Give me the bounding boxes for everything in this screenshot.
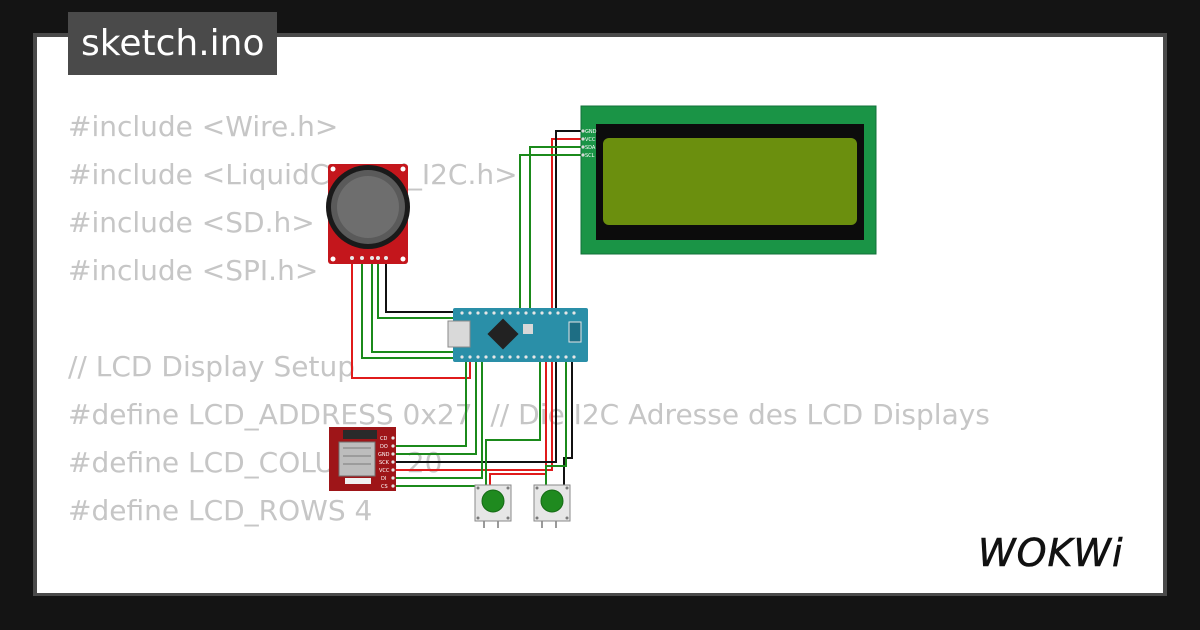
pushbutton-left[interactable] [474, 484, 512, 528]
wire-green-sd-do [395, 362, 467, 447]
sd-pin-cd: CD [380, 436, 387, 442]
wokwi-logo-text: WOKWi [978, 531, 1124, 575]
wire-green-button-right [545, 362, 567, 486]
wire-green-lcd-scl [519, 154, 584, 344]
wire-black-lcd-gnd [395, 130, 584, 463]
lcd-pin-labels: GND VCC SDA SCL [585, 129, 597, 159]
wire-red-lcd-vcc [395, 138, 584, 471]
wire-red-joystick-vcc [351, 258, 471, 379]
code-line: #include <SD.h> [68, 206, 315, 239]
pushbutton-right[interactable] [533, 484, 571, 528]
sd-pin-vcc: VCC [379, 468, 390, 474]
lcd-pin-scl: SCL [585, 153, 595, 159]
lcd-display[interactable]: GND VCC SDA SCL [580, 105, 877, 255]
code-line: #include <Wire.h> [68, 110, 339, 143]
wire-red-button-left [489, 362, 547, 486]
lcd-pin-sda: SDA [585, 145, 596, 151]
sd-pin-sck: SCK [379, 460, 390, 466]
file-title: sketch.ino [68, 12, 278, 75]
code-line: LiquidCrystal_I2C lcd(LCD_ADDRESS, LCD_C… [68, 583, 1000, 593]
wokwi-logo: WOKWi [978, 531, 1124, 576]
code-line: #include <SPI.h> [68, 254, 319, 287]
sd-pin-cs: CS [381, 484, 388, 490]
wire-green-lcd-sda [529, 146, 584, 344]
joystick[interactable] [326, 164, 410, 264]
arduino-nano[interactable] [447, 308, 588, 362]
wire-green-joystick-sw [377, 258, 460, 319]
code-line: #define LCD_ROWS 4 [68, 494, 373, 527]
wire-black-joystick-gnd [385, 258, 460, 313]
wire-green-sd-cs [395, 362, 541, 487]
lcd-pin-vcc: VCC [585, 137, 596, 143]
sd-pin-do: DO [380, 444, 388, 450]
wire-black-button-right [563, 356, 573, 486]
wires [351, 130, 584, 487]
code-line: // LCD Display Setup [68, 350, 355, 383]
sd-pin-labels: CD DO GND SCK VCC DI CS [378, 436, 390, 490]
wire-green-joystick-vry [371, 258, 482, 353]
wire-green-sd-sck [395, 362, 477, 455]
code-line: #define LCD_ADDRESS 0x27 // Die I2C Adre… [68, 398, 990, 431]
sd-card-module[interactable]: CD DO GND SCK VCC DI CS [329, 427, 396, 491]
sd-pin-gnd: GND [378, 452, 390, 458]
wire-green-sd-di [395, 362, 483, 479]
lcd-pin-gnd: GND [585, 129, 597, 135]
sd-pin-di: DI [381, 476, 386, 482]
